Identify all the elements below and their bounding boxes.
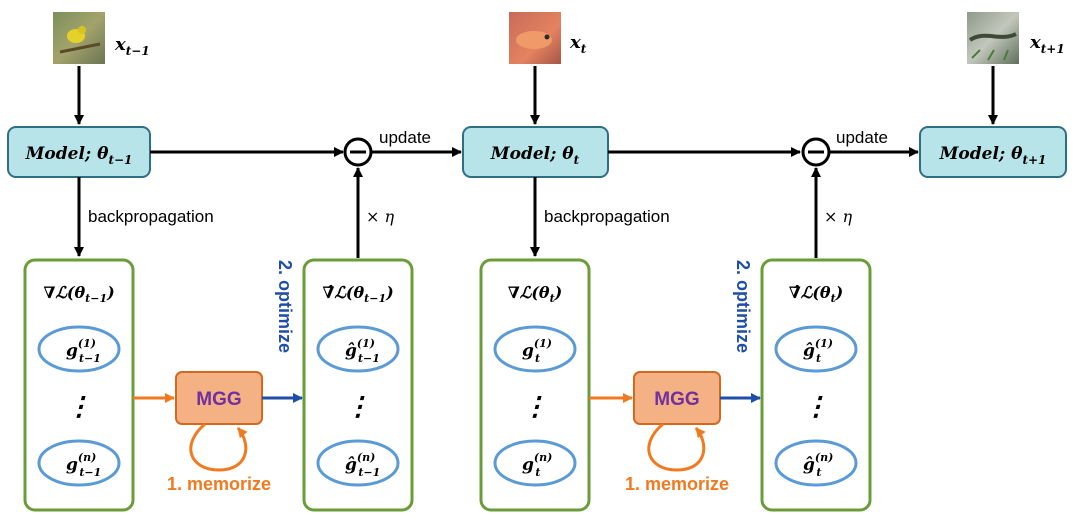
- hat-panel-2: ∇̂ℒ(θt) ĝ(1)t ⋮ ĝ(n)t: [760, 258, 872, 512]
- update-label-1: update: [379, 128, 431, 147]
- lizard-image: [967, 12, 1019, 64]
- hat-ellipse-top-1: [316, 325, 400, 373]
- fish-image: [509, 12, 561, 64]
- update-label-2: update: [836, 128, 888, 147]
- mgg-label-2: MGG: [654, 389, 699, 410]
- input-label-2: xt: [569, 32, 587, 56]
- grad-panel-1: ∇ℒ(θt−1) g(1)t−1 ⋮ g(n)t−1: [23, 258, 135, 512]
- backprop-label-2: backpropagation: [544, 207, 670, 226]
- grad-panel-title-2: ∇ℒ(θt): [508, 283, 562, 305]
- model-box-2: Model; θt: [462, 126, 609, 178]
- memorize-loop-1: [189, 422, 248, 472]
- eta-label-1: × η: [366, 207, 394, 226]
- minus-node-2: [801, 137, 831, 167]
- grad-panel-title-1: ∇ℒ(θt−1): [43, 283, 114, 305]
- optimize-label-2: 2. optimize: [733, 260, 753, 353]
- grad-ellipse-top-1: [37, 325, 121, 373]
- model-box-1: Model; θt−1: [7, 126, 151, 178]
- hat-ellipse-top-2: [774, 325, 858, 373]
- grad-dots-2: ⋮: [522, 392, 548, 422]
- mgg-label-1: MGG: [196, 389, 241, 410]
- mgg-block-2: MGG: [633, 371, 721, 425]
- memorize-label-2: 1. memorize: [625, 474, 729, 494]
- hat-ellipse-bot-2: [774, 439, 858, 487]
- grad-panel-2: ∇ℒ(θt) g(1)t ⋮ g(n)t: [479, 258, 591, 512]
- hat-dots-2: ⋮: [803, 392, 829, 422]
- model-label-1: Model; θt−1: [25, 144, 133, 167]
- bird-image: [53, 12, 105, 64]
- minus-node-1: [343, 137, 373, 167]
- model-box-3: Model; θt+1: [919, 126, 1067, 178]
- optimize-label-1: 2. optimize: [275, 260, 295, 353]
- hat-dots-1: ⋮: [345, 392, 371, 422]
- memorize-loop-2: [647, 422, 706, 472]
- model-label-2: Model; θt: [490, 144, 580, 167]
- grad-ellipse-bot-1: [37, 439, 121, 487]
- backprop-label-1: backpropagation: [88, 207, 214, 226]
- hat-panel-title-1: ∇̂ℒ(θt−1): [322, 283, 393, 305]
- memorize-label-1: 1. memorize: [167, 474, 271, 494]
- hat-ellipse-bot-1: [316, 439, 400, 487]
- hat-panel-title-2: ∇̂ℒ(θt): [789, 283, 843, 305]
- mgg-block-1: MGG: [175, 371, 263, 425]
- grad-dots-1: ⋮: [66, 392, 92, 422]
- eta-label-2: × η: [824, 207, 852, 226]
- grad-ellipse-bot-2: [493, 439, 577, 487]
- hat-panel-1: ∇̂ℒ(θt−1) ĝ(1)t−1 ⋮ ĝ(n)t−1: [302, 258, 414, 512]
- input-label-1: xt−1: [114, 34, 150, 58]
- grad-ellipse-top-2: [493, 325, 577, 373]
- input-label-3: xt+1: [1029, 32, 1065, 56]
- model-label-3: Model; θt+1: [939, 144, 1047, 167]
